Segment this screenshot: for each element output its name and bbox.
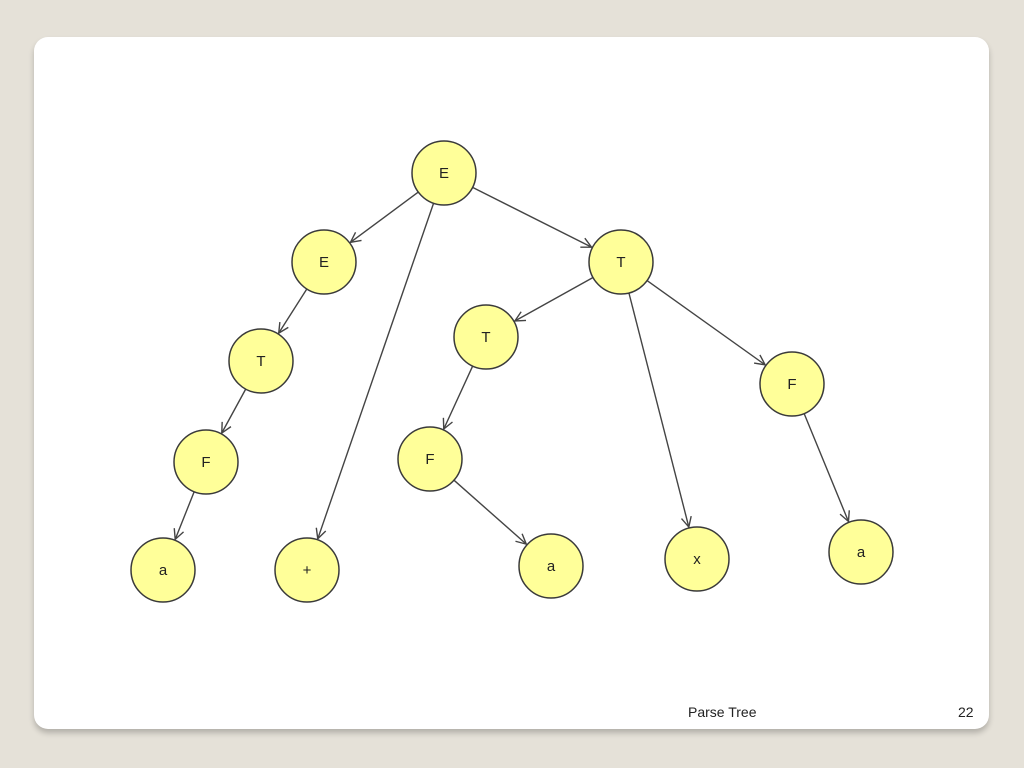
tree-node-circle: [453, 304, 519, 370]
tree-node-label: T: [616, 254, 625, 271]
tree-node-n3: T: [453, 304, 519, 370]
tree-node-n4: T: [228, 328, 294, 394]
edges-layer: [175, 186, 848, 544]
tree-node-label: E: [439, 165, 449, 182]
footer-title: Parse Tree: [688, 704, 757, 720]
tree-node-circle: [411, 140, 477, 206]
tree-node-circle: [130, 537, 196, 603]
edge-n4-n7: [222, 388, 247, 433]
slide: [34, 37, 989, 729]
tree-node-circle: [397, 426, 463, 492]
edge-n2-n11: [628, 292, 689, 527]
edge-n7-n8: [175, 491, 195, 540]
tree-node-label: E: [319, 254, 329, 271]
edge-n3-n6: [444, 365, 474, 429]
page-number: 22: [958, 704, 974, 720]
nodes-layer: E E T T T F F Fa + a x a: [130, 140, 894, 603]
tree-node-n12: a: [828, 519, 894, 585]
tree-node-n0: E: [411, 140, 477, 206]
tree-node-circle: [828, 519, 894, 585]
tree-node-circle: [588, 229, 654, 295]
edge-n6-n10: [453, 479, 526, 544]
tree-node-label: T: [481, 329, 490, 346]
tree-node-circle: [664, 526, 730, 592]
tree-node-label: a: [159, 562, 168, 579]
tree-node-circle: [291, 229, 357, 295]
tree-node-circle: [518, 533, 584, 599]
tree-node-n10: a: [518, 533, 584, 599]
tree-node-n5: F: [759, 351, 825, 417]
tree-node-n9: +: [274, 537, 340, 603]
edge-n0-n2: [472, 186, 592, 247]
edge-n0-n9: [318, 203, 435, 539]
edge-n2-n3: [515, 276, 594, 321]
tree-node-circle: [228, 328, 294, 394]
tree-node-label: a: [547, 558, 556, 575]
tree-node-label: F: [787, 376, 796, 393]
tree-node-circle: [274, 537, 340, 603]
tree-node-label: T: [256, 353, 265, 370]
edge-n2-n5: [646, 280, 765, 365]
tree-node-n8: a: [130, 537, 196, 603]
tree-node-n1: E: [291, 229, 357, 295]
tree-node-label: a: [857, 544, 866, 561]
tree-node-label: F: [201, 454, 210, 471]
tree-node-circle: [173, 429, 239, 495]
tree-node-n7: F: [173, 429, 239, 495]
edge-n5-n12: [803, 413, 848, 522]
tree-node-label: x: [693, 551, 701, 568]
tree-node-n11: x: [664, 526, 730, 592]
tree-node-circle: [759, 351, 825, 417]
tree-node-label: F: [425, 451, 434, 468]
tree-node-label: +: [303, 562, 312, 579]
edge-n1-n4: [279, 288, 308, 333]
tree-node-n6: F: [397, 426, 463, 492]
tree-node-n2: T: [588, 229, 654, 295]
edge-n0-n1: [351, 191, 419, 242]
